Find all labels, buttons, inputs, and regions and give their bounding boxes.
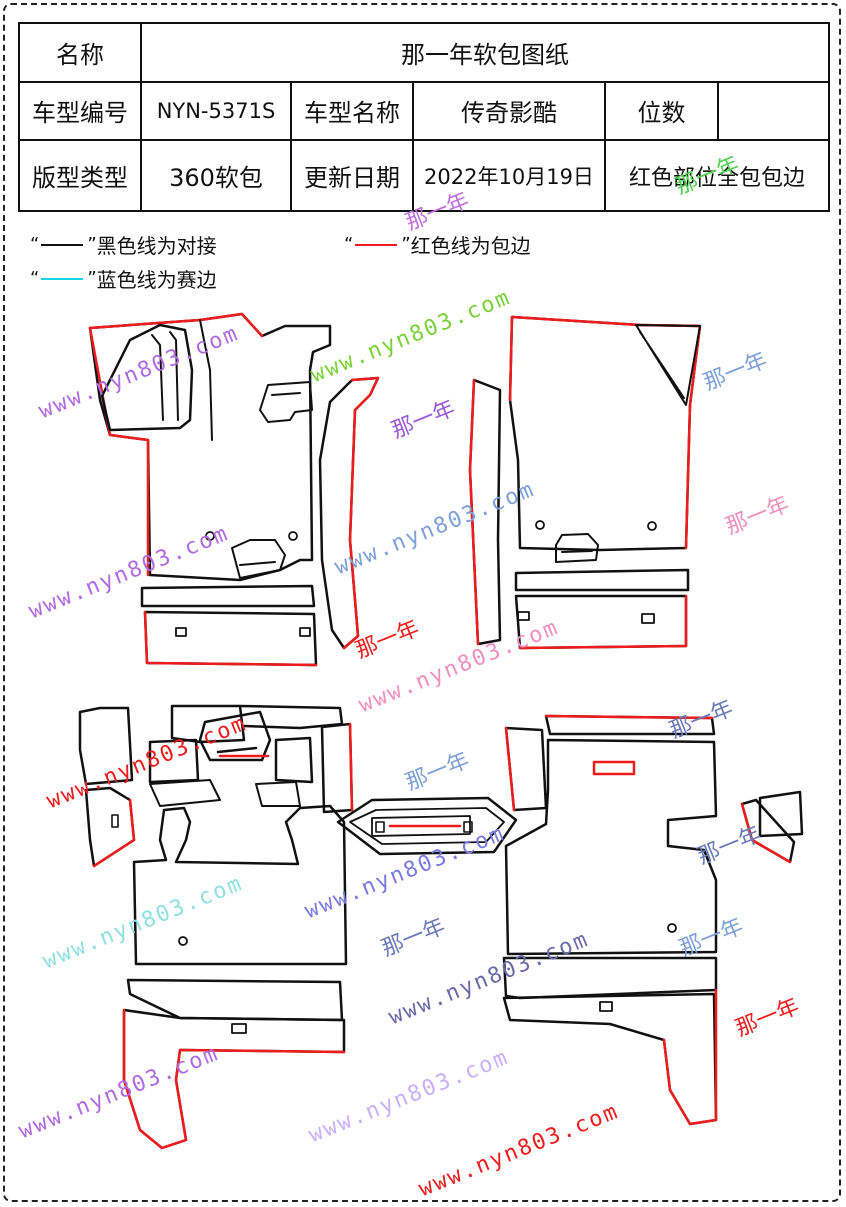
table-row: 名称 那一年软包图纸 bbox=[18, 22, 830, 83]
front-left-mat bbox=[88, 312, 332, 667]
black-line-swatch bbox=[41, 243, 84, 246]
legend-red-text: 红色线为包边 bbox=[410, 234, 531, 258]
rear-left-mat bbox=[78, 704, 354, 1150]
legend-blue-text: 蓝色线为赛边 bbox=[96, 268, 217, 292]
legend-black-text: 黑色线为对接 bbox=[96, 234, 217, 258]
pattern-type-value: 360软包 bbox=[140, 139, 292, 212]
legend-quote: “ bbox=[344, 234, 354, 255]
table-row: 车型编号 NYN-5371S 车型名称 传奇影酷 位数 bbox=[18, 80, 830, 142]
front-right-mat bbox=[508, 315, 702, 650]
spec-table: 名称 那一年软包图纸 车型编号 NYN-5371S 车型名称 传奇影酷 位数 版… bbox=[18, 22, 830, 212]
name-label: 名称 bbox=[18, 22, 142, 83]
legend-red: “ ” 红色线为包边 bbox=[344, 230, 531, 259]
seats-label: 位数 bbox=[604, 80, 719, 142]
legend-blue: “ ” 蓝色线为赛边 bbox=[30, 264, 217, 293]
legend-quote: “ bbox=[30, 268, 40, 289]
red-line-swatch bbox=[355, 243, 398, 246]
legend-quote: ” bbox=[87, 234, 97, 255]
red-parts-note: 红色部位全包包边 bbox=[604, 139, 830, 212]
model-name-label: 车型名称 bbox=[290, 80, 414, 142]
update-date-label: 更新日期 bbox=[290, 139, 414, 212]
page-border bbox=[3, 3, 841, 1202]
model-code-label: 车型编号 bbox=[18, 80, 142, 142]
middle-strip bbox=[318, 376, 502, 650]
update-date-value: 2022年10月19日 bbox=[412, 139, 606, 212]
legend-quote: ” bbox=[401, 234, 411, 255]
blue-line-swatch bbox=[41, 277, 84, 280]
legend-black: “ ” 黑色线为对接 bbox=[30, 230, 217, 259]
name-value: 那一年软包图纸 bbox=[140, 22, 830, 83]
center-console bbox=[336, 796, 518, 856]
table-row: 版型类型 360软包 更新日期 2022年10月19日 红色部位全包包边 bbox=[18, 139, 830, 212]
model-code-value: NYN-5371S bbox=[140, 80, 292, 142]
model-name-value: 传奇影酷 bbox=[412, 80, 606, 142]
legend-quote: “ bbox=[30, 234, 40, 255]
legend-quote: ” bbox=[87, 268, 97, 289]
pattern-type-label: 版型类型 bbox=[18, 139, 142, 212]
rear-right-mat bbox=[502, 714, 804, 1126]
seats-value bbox=[717, 80, 830, 142]
